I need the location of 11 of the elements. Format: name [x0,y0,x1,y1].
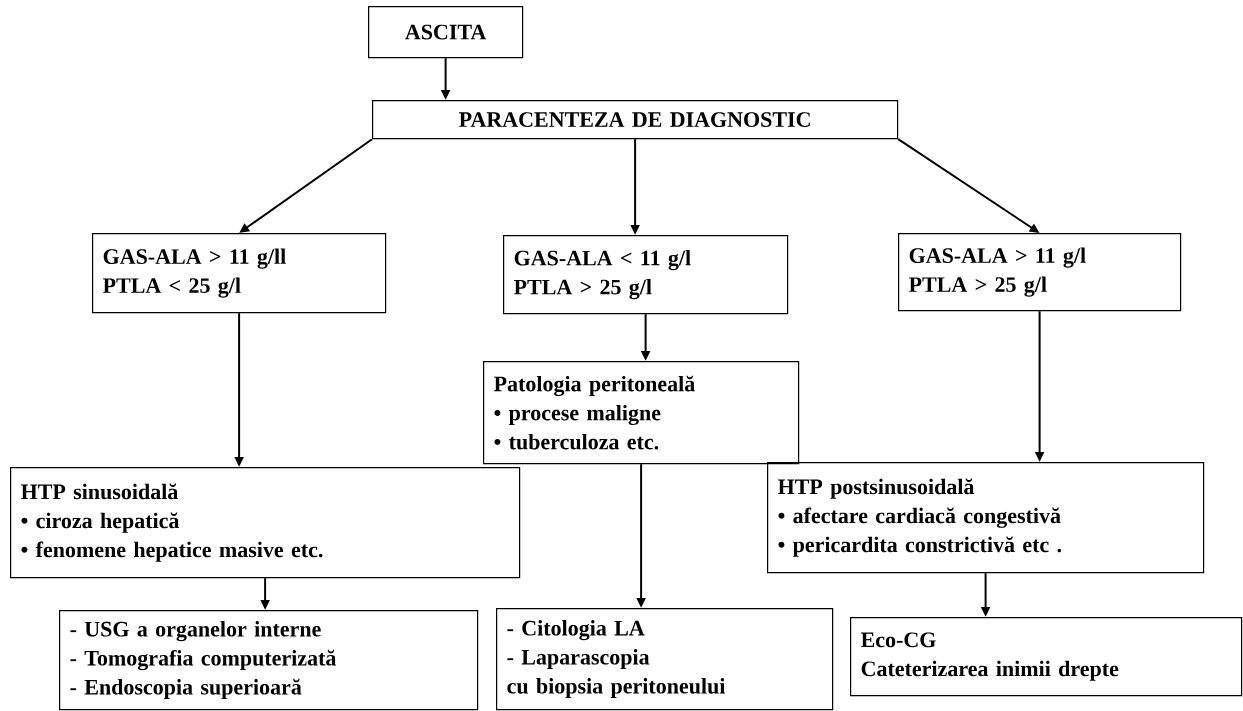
flow-box: Patologia peritoneală • procese maligne • tuberculoza etc. [483,361,800,465]
flow-box: PARACENTEZA DE DIAGNOSTIC [372,100,899,140]
flow-box: Eco-CG Cateterizarea inimii drepte [850,617,1243,697]
flow-box: GAS-ALA > 11 g/ll PTLA < 25 g/l [92,233,387,314]
flow-box: HTP postsinusoidală • afectare cardiacă congestivă • pericardita constrictivă etc . [767,462,1205,574]
title-box: ASCITA [368,6,524,59]
flow-box: HTP sinusoidală • ciroza hepatică • fenomene hepatice masive etc. [10,467,521,579]
flow-box: - USG a organelor interne - Tomografia computerizată - Endoscopia superioară [59,610,479,711]
flow-box: GAS-ALA > 11 g/l PTLA > 25 g/l [898,233,1182,312]
flow-box: - Citologia LA - Laparascopia cu biopsia peritoneului [496,608,834,711]
flow-box: GAS-ALA < 11 g/l PTLA > 25 g/l [503,235,789,315]
